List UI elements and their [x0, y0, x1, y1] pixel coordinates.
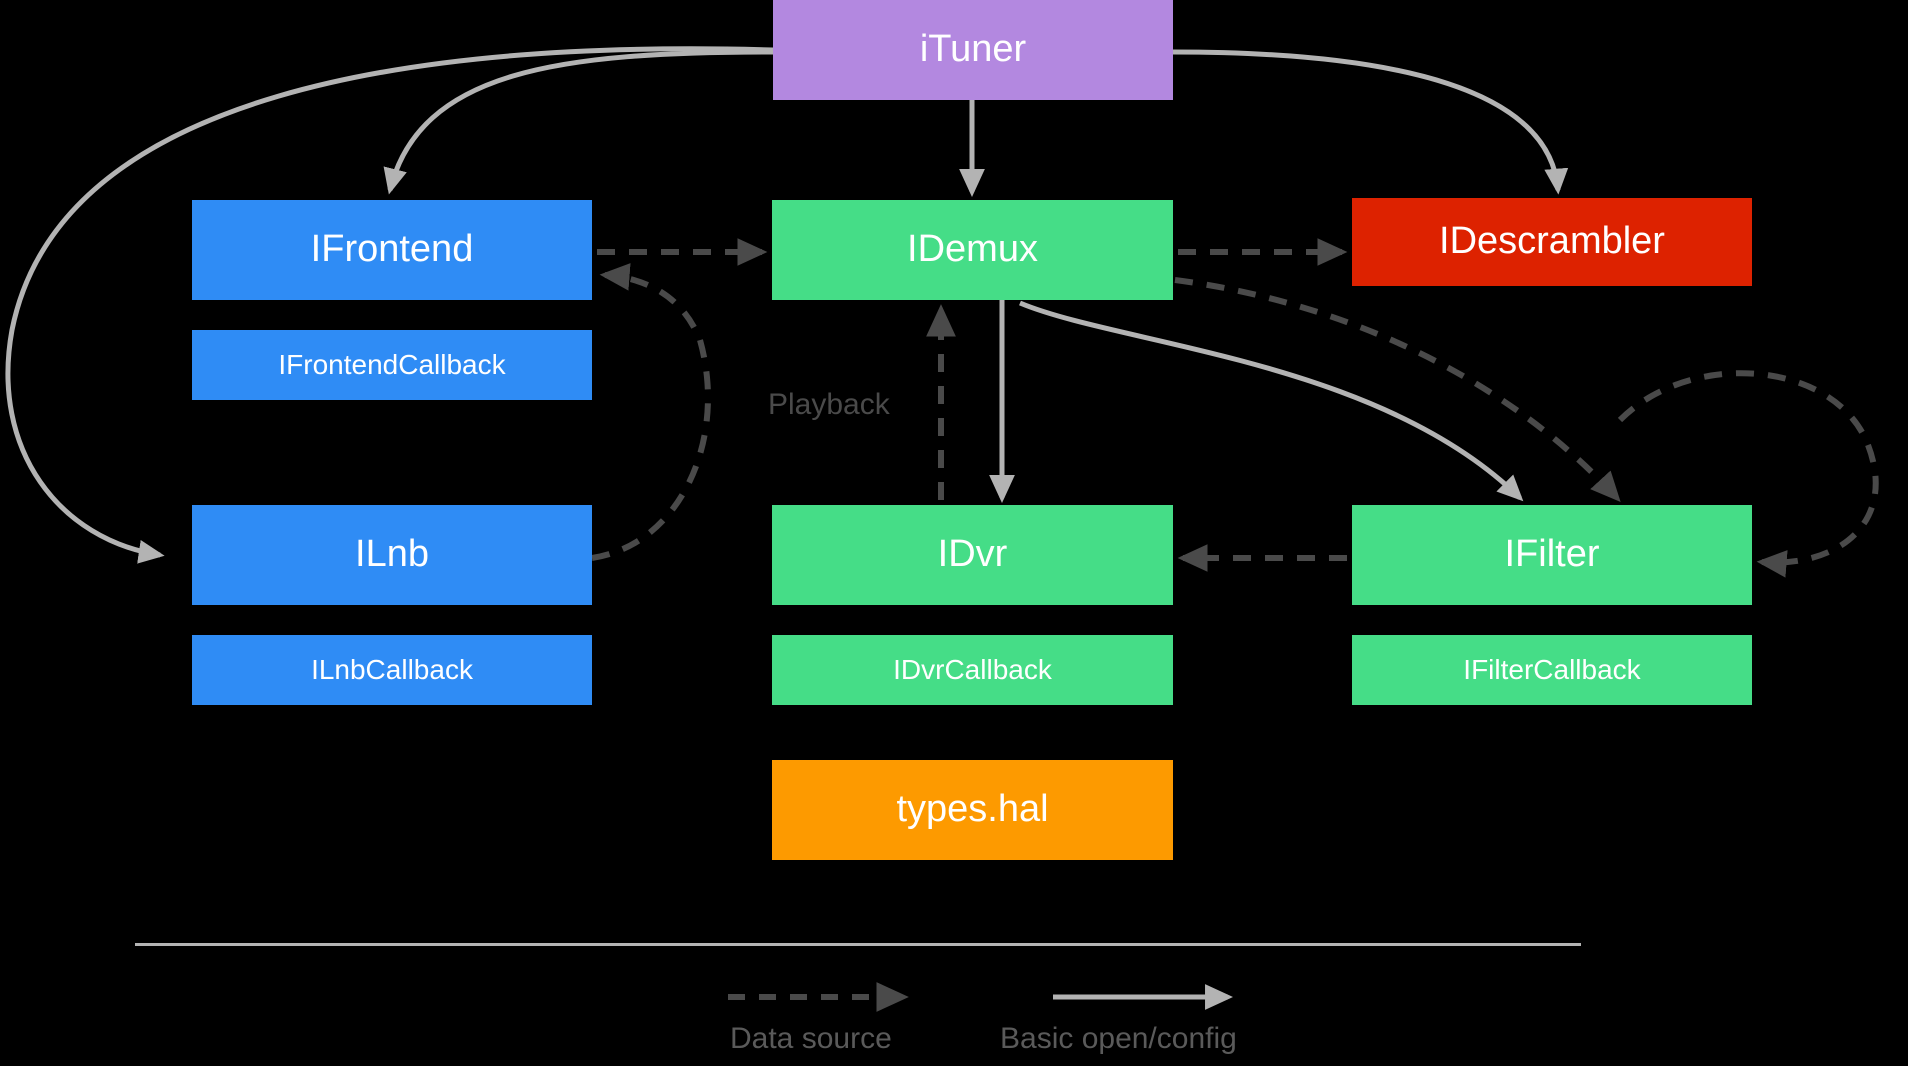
node-label: ILnb	[355, 533, 429, 576]
node-label: IDvr	[937, 533, 1008, 576]
edge-label-playback: Playback	[768, 388, 890, 421]
legend-label-data-source: Data source	[730, 1022, 892, 1055]
edge-idemux-to-ifilter	[1019, 300, 1524, 502]
node-label: IFrontendCallback	[278, 348, 506, 380]
node-label: IDemux	[907, 228, 1038, 271]
node-label: IFilter	[1504, 533, 1600, 576]
node-idvrcallback[interactable]: IDvrCallback	[772, 635, 1173, 705]
node-ifrontend[interactable]: IFrontend	[192, 200, 592, 300]
node-label: IDescrambler	[1439, 220, 1665, 263]
node-idvr[interactable]: IDvr	[772, 505, 1173, 605]
edge-idemux-to-ifilter-data	[1174, 277, 1621, 502]
edge-ituner-to-idescrambler	[1172, 49, 1569, 195]
node-label: iTuner	[919, 28, 1027, 71]
node-label: IDvrCallback	[893, 653, 1052, 685]
node-label: ILnbCallback	[311, 653, 473, 685]
node-label: IFilterCallback	[1463, 653, 1641, 685]
node-label: IFrontend	[310, 228, 474, 271]
node-ifrontendcallback[interactable]: IFrontendCallback	[192, 330, 592, 400]
node-ifiltercallback[interactable]: IFilterCallback	[1352, 635, 1752, 705]
node-ilnbcallback[interactable]: ILnbCallback	[192, 635, 592, 705]
node-idemux[interactable]: IDemux	[772, 200, 1173, 300]
legend-divider	[135, 943, 1581, 946]
legend-label-basic-open-config: Basic open/config	[1000, 1022, 1237, 1055]
node-ituner[interactable]: iTuner	[773, 0, 1173, 100]
edge-ituner-to-ifrontend	[383, 49, 774, 195]
node-ifilter[interactable]: IFilter	[1352, 505, 1752, 605]
node-idescrambler[interactable]: IDescrambler	[1352, 198, 1752, 286]
edge-ituner-to-ilnb	[5, 46, 774, 564]
edge-ilnb-to-ifrontend	[591, 263, 711, 561]
node-label: types.hal	[896, 788, 1049, 831]
node-ilnb[interactable]: ILnb	[192, 505, 592, 605]
node-typeshal[interactable]: types.hal	[772, 760, 1173, 860]
